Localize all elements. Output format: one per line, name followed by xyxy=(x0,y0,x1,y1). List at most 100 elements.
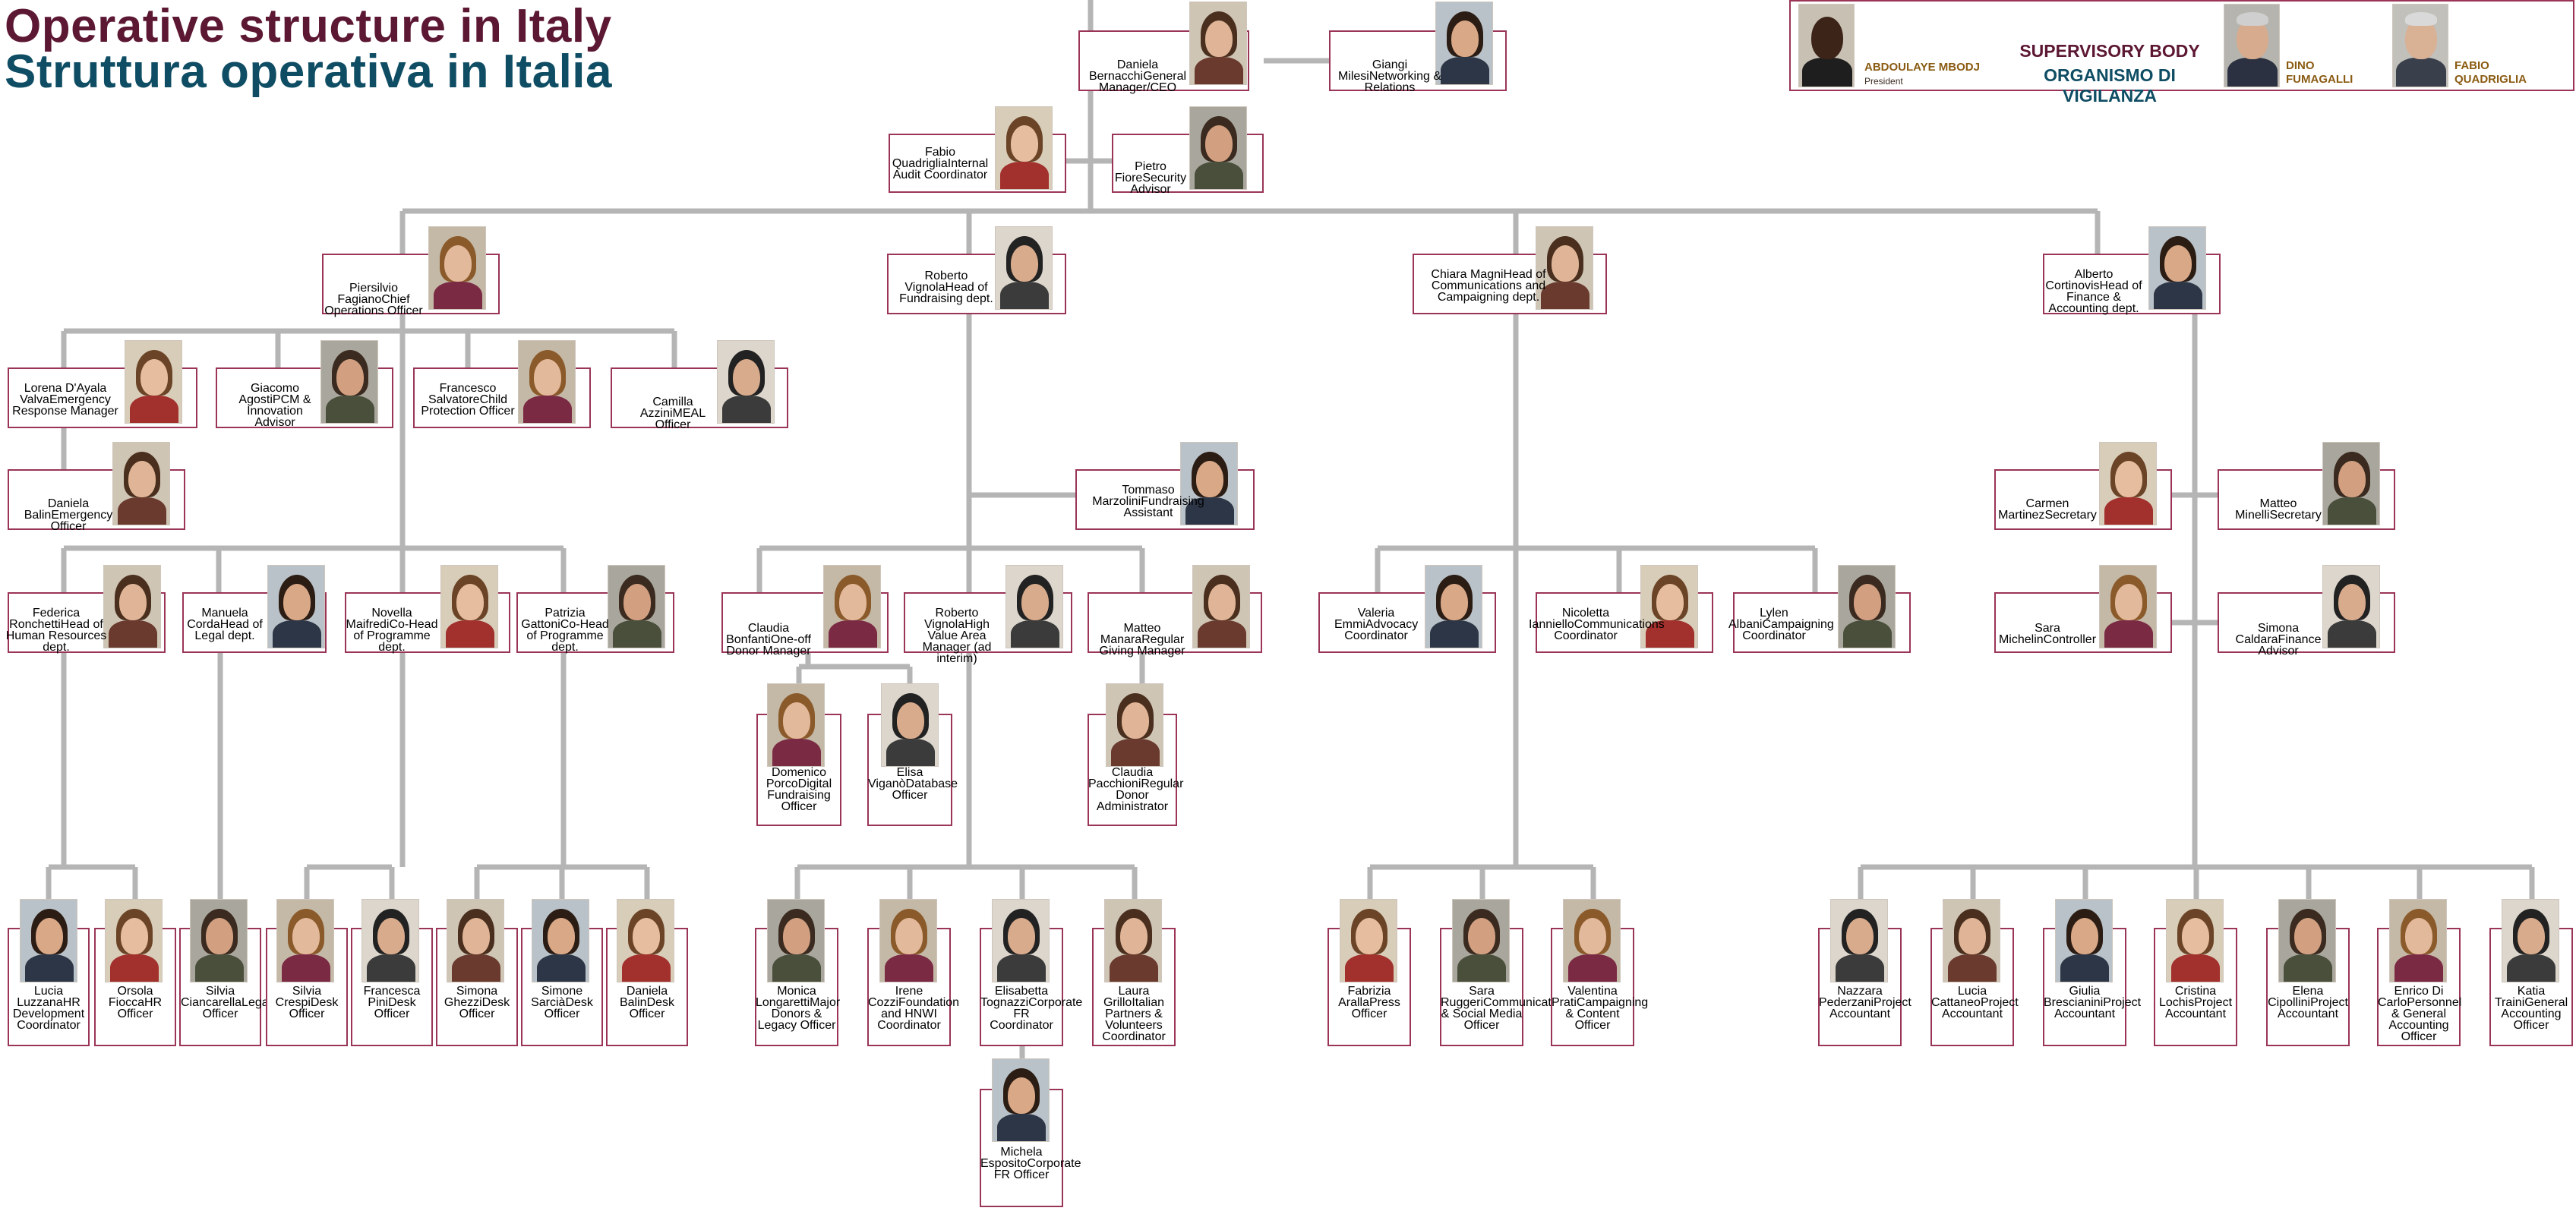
person-name: Giulia Brescianini xyxy=(2044,985,2104,1009)
org-node-text: Elisa ViganòDatabase Officer xyxy=(868,766,958,802)
org-node-text: Fabrizia ArallaPress Officer xyxy=(1328,986,1410,1020)
person-name: Elena Cipollini xyxy=(2268,985,2324,1009)
org-node-text: Patrizia GattoniCo-Head of Programme dep… xyxy=(516,607,614,654)
org-node-text: Daniela BalinEmergency Officer xyxy=(11,497,125,533)
avatar-photo xyxy=(2055,899,2113,982)
person-name: Federica Ronchetti xyxy=(9,607,80,631)
avatar-photo xyxy=(105,899,163,982)
person-role: Press Officer xyxy=(1351,996,1400,1020)
person-role: Major Donors & Legacy Officer xyxy=(757,996,841,1032)
avatar-photo xyxy=(1452,899,1510,982)
person-name: Elisa Viganò xyxy=(868,766,923,790)
person-role: Corporate FR Officer xyxy=(993,1157,1081,1181)
org-node-text: Enrico Di CarloPersonnel & General Accou… xyxy=(2378,985,2461,1043)
person-role: Controller xyxy=(2043,633,2097,646)
avatar-photo xyxy=(361,899,419,982)
org-node-text: Valeria EmmiAdvocacy Coordinator xyxy=(1334,607,1418,642)
org-node-text: Matteo ManaraRegular Giving Manager xyxy=(1089,623,1195,658)
person-name: Giacomo Agosti xyxy=(238,382,300,406)
org-node-text: Katia TrainiGeneral Accounting Officer xyxy=(2490,986,2572,1032)
avatar-photo xyxy=(823,565,881,648)
avatar-photo xyxy=(2099,442,2157,525)
org-node-text: Simona CaldaraFinance Advisor xyxy=(2221,623,2335,658)
person-name: Daniela Balin xyxy=(619,985,668,1009)
person-name: Valeria Emmi xyxy=(1334,607,1395,631)
supervisory-member-name: FABIO QUADRIGLIA xyxy=(2454,59,2527,86)
avatar-photo xyxy=(2322,565,2380,648)
person-role: Chief Operations Officer xyxy=(324,293,423,317)
org-node-text: Orsola FioccaHR Officer xyxy=(96,986,175,1020)
person-name: Domenico Porco xyxy=(766,766,827,790)
avatar-photo xyxy=(1189,2,1247,85)
person-name: Tommaso Marzolini xyxy=(1092,484,1175,508)
person-name: Claudia Bonfanti xyxy=(726,622,790,646)
org-node-text: Claudia PacchioniRegular Donor Administr… xyxy=(1088,767,1183,813)
person-role: Desk Officer xyxy=(544,996,593,1020)
person-name: Carmen Martinez xyxy=(1998,497,2069,522)
org-node-text: Cristina LochisProject Accountant xyxy=(2155,986,2237,1020)
person-role: Networking & Relations xyxy=(1364,70,1442,94)
person-name: Roberto Vignola xyxy=(924,607,979,631)
person-name: Daniela Bernacchi xyxy=(1088,58,1159,83)
org-node-text: Carmen MartinezSecretary xyxy=(1990,497,2104,522)
org-node-text: Giacomo AgostiPCM & Innovation Advisor xyxy=(226,382,324,429)
person-name: Silvia Ciancarella xyxy=(181,985,242,1009)
person-name: Orsola Fiocca xyxy=(108,985,153,1009)
person-name: Lylen Albani xyxy=(1728,607,1788,631)
person-name: Daniela Balin xyxy=(24,497,90,522)
person-name: Silvia Crespi xyxy=(275,985,322,1009)
org-node-text: Federica RonchettiHead of Human Resource… xyxy=(3,607,109,654)
org-node-text: Chiara MagniHead of Communications and C… xyxy=(1409,268,1568,304)
person-role: One-off Donor Manager xyxy=(726,633,811,658)
person-name: Piersilvio Fagiano xyxy=(337,282,398,306)
person-name: Michela Esposito xyxy=(980,1146,1043,1170)
org-node-text: Alberto CortinovisHead of Finance & Acco… xyxy=(2041,269,2147,315)
person-role: HR Development Coordinator xyxy=(12,996,85,1032)
supervisory-heading-english: SUPERVISORY BODY xyxy=(2019,41,2200,61)
supervisory-heading-italian: ORGANISMO DI VIGILANZA xyxy=(2044,65,2176,106)
org-node-text: Silvia CiancarellaLegal Officer xyxy=(181,985,271,1020)
avatar-photo xyxy=(995,226,1053,310)
avatar-photo xyxy=(2278,899,2336,982)
avatar-photo xyxy=(276,899,334,982)
avatar-photo xyxy=(1798,4,1855,87)
avatar-photo xyxy=(20,899,77,982)
avatar-photo xyxy=(1005,565,1063,648)
org-node-text: Piersilvio FagianoChief Operations Offic… xyxy=(320,282,427,317)
person-role: MEAL Officer xyxy=(655,407,706,431)
person-role: Advocacy Coordinator xyxy=(1344,618,1419,642)
person-name: Cristina Lochis xyxy=(2158,985,2217,1009)
avatar-photo xyxy=(2099,565,2157,648)
person-name: Francesco Salvatore xyxy=(428,382,497,406)
person-role: Emergency Officer xyxy=(50,509,113,533)
avatar-photo xyxy=(1192,565,1250,648)
avatar-photo xyxy=(2148,226,2206,310)
title-english: Operative structure in Italy xyxy=(5,0,612,52)
org-node-text: Monica LongarettiMajor Donors & Legacy O… xyxy=(756,986,841,1032)
person-role: Desk Officer xyxy=(629,996,675,1020)
person-name: Giangi Milesi xyxy=(1337,58,1408,83)
avatar-photo xyxy=(1180,442,1238,525)
person-name: Chiara Magni xyxy=(1431,268,1504,281)
person-role: Campaigning Coordinator xyxy=(1742,618,1834,642)
person-role: Head of Legal dept. xyxy=(194,618,263,642)
person-role: Fundraising Assistant xyxy=(1123,495,1204,519)
person-role: Head of Fundraising dept. xyxy=(899,281,993,305)
avatar-photo xyxy=(447,899,504,982)
avatar-photo xyxy=(1536,226,1593,310)
person-name: Enrico Di Carlo xyxy=(2378,985,2444,1009)
person-role: General Manager/CEO xyxy=(1098,70,1187,94)
avatar-photo xyxy=(992,1058,1050,1142)
person-role: Head of Communications and Campaigning d… xyxy=(1431,268,1546,304)
avatar-photo xyxy=(2392,4,2448,87)
org-node-text: Novella MaifrediCo-Head of Programme dep… xyxy=(343,607,441,654)
person-name: Simone Sarcià xyxy=(531,985,583,1009)
person-role: Desk Officer xyxy=(374,996,416,1020)
org-node-text: Nicoletta IannielloCommunications Coordi… xyxy=(1529,607,1665,642)
avatar-photo xyxy=(881,683,939,767)
avatar-photo xyxy=(190,899,248,982)
person-role: Secretary xyxy=(2269,509,2322,522)
supervisory-member-name: DINO FUMAGALLI xyxy=(2286,59,2353,86)
avatar-photo xyxy=(1104,899,1162,982)
person-role: Database Officer xyxy=(892,777,958,802)
